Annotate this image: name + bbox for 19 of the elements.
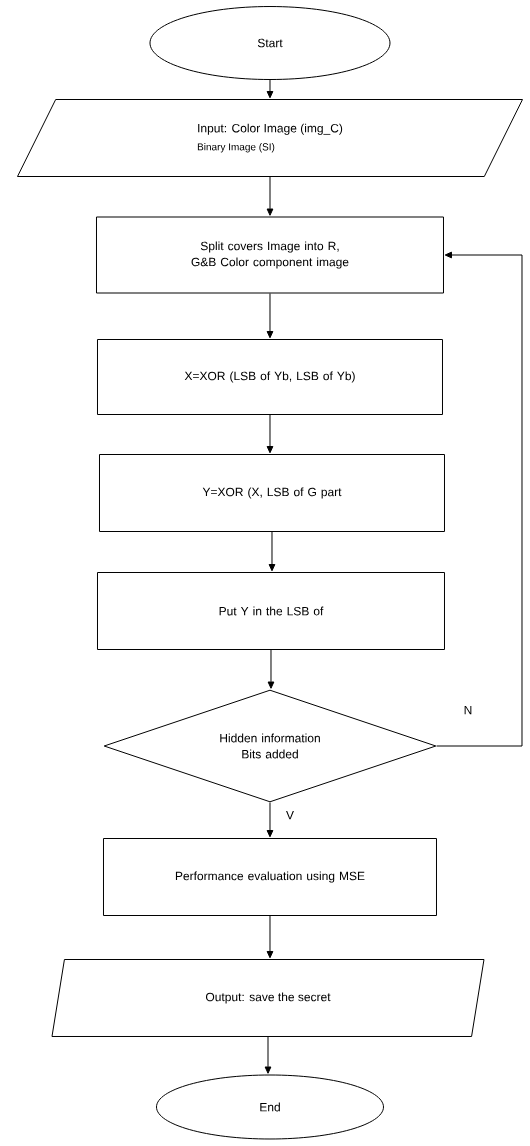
arrow	[266, 293, 274, 339]
process-box: Split covers Image into R, G&B Color component image	[96, 216, 444, 294]
arrow	[266, 414, 274, 454]
process-box: Put Y in the LSB of	[97, 572, 445, 650]
process-box: X=XOR (LSB of Yb, LSB of Yb)	[97, 339, 443, 415]
arrow	[264, 1036, 272, 1074]
input-parallelogram: Input: Color Image (img_C) Binary Image (SI)	[17, 99, 523, 177]
process-box: Y=XOR (X, LSB of G part	[99, 454, 445, 532]
arrow	[266, 176, 274, 216]
arrow	[268, 531, 276, 572]
arrow	[266, 79, 274, 99]
process-box: Performance evaluation using MSE	[103, 838, 437, 916]
edge-label: N	[462, 704, 474, 716]
arrow	[436, 251, 523, 747]
arrow	[267, 649, 275, 689]
arrow	[266, 802, 274, 838]
output-parallelogram: Output: save the secret	[51, 959, 485, 1037]
arrow	[266, 915, 274, 959]
edge-label: V	[285, 809, 295, 821]
